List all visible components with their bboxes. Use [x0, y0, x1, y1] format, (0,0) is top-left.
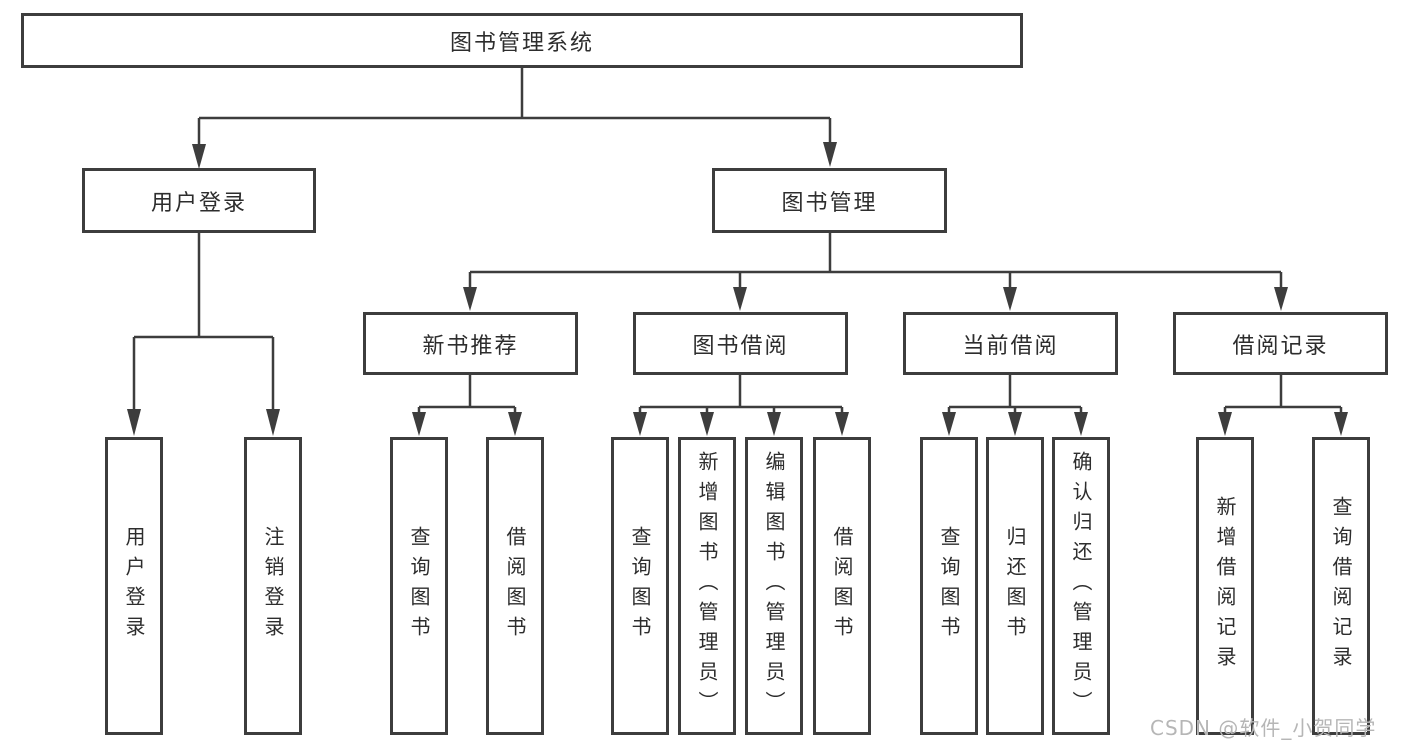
leaf-label: 查询图书 — [628, 526, 652, 646]
leaf-user-login: 用户登录 — [105, 437, 163, 735]
arrowheads — [127, 142, 1348, 436]
csdn-watermark: CSDN @软件_小贺同学 — [1150, 716, 1377, 740]
node-new-book-recommend: 新书推荐 — [363, 312, 578, 375]
leaf-label: 归还图书 — [1003, 526, 1027, 646]
node-label: 图书管理系统 — [449, 30, 594, 56]
leaf-borrow-books: 借阅图书 — [813, 437, 871, 735]
leaf-label: 新增图书（管理员） — [695, 451, 719, 721]
node-label: 图书借阅 — [692, 333, 789, 359]
leaf-label: 查询图书 — [407, 526, 431, 646]
leaf-logout: 注销登录 — [244, 437, 302, 735]
leaf-query-books-current: 查询图书 — [920, 437, 978, 735]
node-label: 新书推荐 — [422, 333, 519, 359]
leaf-label: 确认归还（管理员） — [1069, 451, 1093, 721]
leaf-confirm-return-admin: 确认归还（管理员） — [1052, 437, 1110, 735]
leaf-add-borrow-record: 新增借阅记录 — [1196, 437, 1254, 735]
node-label: 借阅记录 — [1232, 333, 1329, 359]
leaf-label: 查询图书 — [937, 526, 961, 646]
leaf-edit-books-admin: 编辑图书（管理员） — [745, 437, 803, 735]
node-current-borrow: 当前借阅 — [903, 312, 1118, 375]
leaf-query-borrow-record: 查询借阅记录 — [1312, 437, 1370, 735]
leaf-add-books-admin: 新增图书（管理员） — [678, 437, 736, 735]
leaf-query-books-recommend: 查询图书 — [390, 437, 448, 735]
leaf-label: 查询借阅记录 — [1329, 496, 1353, 676]
node-book-borrow: 图书借阅 — [633, 312, 848, 375]
leaf-query-books-borrow: 查询图书 — [611, 437, 669, 735]
node-library-management-system: 图书管理系统 — [21, 13, 1023, 68]
node-label: 当前借阅 — [962, 333, 1059, 359]
node-borrow-records: 借阅记录 — [1173, 312, 1388, 375]
leaf-label: 借阅图书 — [830, 526, 854, 646]
leaf-label: 借阅图书 — [503, 526, 527, 646]
node-label: 图书管理 — [781, 190, 878, 216]
leaf-label: 注销登录 — [261, 526, 285, 646]
node-user-login: 用户登录 — [82, 168, 316, 233]
leaf-label: 用户登录 — [122, 526, 146, 646]
leaf-label: 新增借阅记录 — [1213, 496, 1237, 676]
node-label: 用户登录 — [150, 190, 247, 216]
leaf-borrow-books-recommend: 借阅图书 — [486, 437, 544, 735]
leaf-label: 编辑图书（管理员） — [762, 451, 786, 721]
node-book-management: 图书管理 — [712, 168, 947, 233]
leaf-return-books: 归还图书 — [986, 437, 1044, 735]
